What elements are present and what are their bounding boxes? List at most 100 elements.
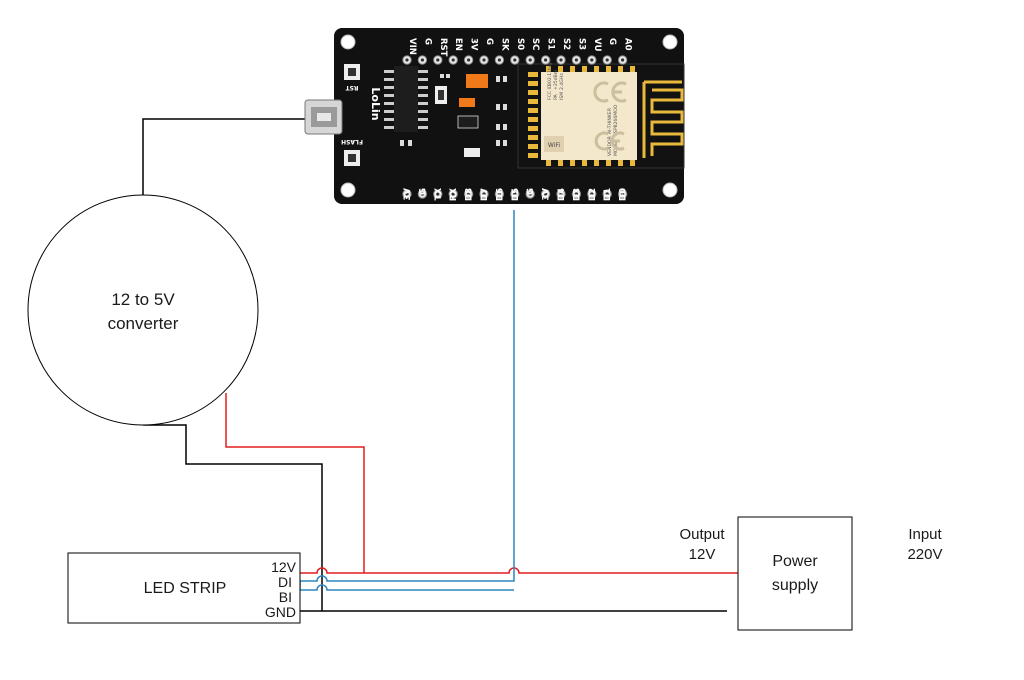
led-strip-label: LED STRIP [144, 580, 227, 597]
top-pin-label-g: G [484, 38, 494, 45]
mounting-holes [340, 34, 678, 198]
power-line-12v [300, 567, 738, 574]
converter-12v-wire [225, 393, 365, 573]
wires [142, 118, 738, 612]
led-pin-gnd: GND [265, 604, 296, 620]
top-pin-hole-9 [544, 58, 548, 62]
top-pin-label-a0: A0 [623, 38, 633, 51]
power-supply-box [737, 516, 853, 631]
bottom-pin-hole-0 [405, 192, 409, 196]
led-strip-box [67, 552, 301, 624]
bottom-pin-label-d2: D2 [588, 188, 598, 201]
bottom-pin-hole-7 [513, 192, 517, 196]
top-pin-hole-1 [420, 58, 424, 62]
bottom-pin-hole-3 [451, 192, 455, 196]
ce-mark [593, 81, 627, 151]
top-pin-label-g: G [607, 38, 617, 45]
led-pin-bi: BI [279, 589, 292, 605]
svg-text:PA: PA [553, 94, 559, 100]
bottom-pin-label-d0: D0 [619, 188, 629, 201]
top-pin-hole-10 [559, 58, 563, 62]
svg-text:FCC ID: FCC ID [547, 84, 553, 100]
top-pin-label-s1: S1 [546, 38, 556, 50]
bottom-pin-label-tx: TX [434, 188, 444, 201]
esp-module: MODEL ESP8266MOD VENDOR AI-THINKER ISM 2… [517, 58, 685, 169]
bottom-pin-label-d7: D7 [480, 188, 490, 201]
converter-circle [27, 194, 259, 426]
bottom-pin-label-d6: D6 [495, 188, 505, 201]
board-components [384, 66, 507, 157]
bottom-pin-label-d4: D4 [557, 188, 567, 201]
bottom-pin-label-3v: 3V [542, 188, 552, 201]
converter-label-line2: converter [108, 314, 179, 333]
top-pin-hole-0 [405, 58, 409, 62]
output-label-line1: Output [679, 526, 725, 543]
bottom-pin-hole-6 [497, 192, 501, 196]
top-pin-hole-8 [528, 58, 532, 62]
usb-power-wire [142, 118, 305, 196]
svg-text:+25dBm: +25dBm [553, 69, 559, 90]
converter-ground-wire [143, 424, 323, 611]
top-pin-label-en: EN [453, 38, 463, 51]
flash-label: FLASH [341, 138, 363, 145]
top-pin-label-rst: RST [438, 38, 448, 57]
bottom-pin-hole-14 [621, 192, 625, 196]
top-pin-label-s3: S3 [576, 38, 586, 50]
top-pin-hole-7 [513, 58, 517, 62]
svg-text:VENDOR: VENDOR [607, 135, 613, 156]
power-supply: Power supply [737, 516, 853, 631]
bottom-pin-label-g: G [526, 188, 536, 195]
top-pin-label-vu: VU [592, 38, 602, 52]
bottom-pin-label-3v: 3V [403, 188, 413, 201]
bottom-pin-hole-9 [544, 192, 548, 196]
converter-label-line1: 12 to 5V [111, 290, 175, 309]
bottom-pin-label-d5: D5 [511, 188, 521, 201]
top-pin-hole-3 [451, 58, 455, 62]
top-pin-hole-6 [497, 58, 501, 62]
top-pin-label-sk: SK [499, 38, 509, 51]
top-pin-hole-12 [590, 58, 594, 62]
bottom-pin-hole-5 [482, 192, 486, 196]
data-wire-d5 [300, 210, 515, 582]
micro-usb-connector [304, 99, 343, 135]
svg-text:AI-THINKER: AI-THINKER [607, 107, 613, 134]
antenna-trace [642, 80, 684, 158]
power-supply-line1: Power [772, 553, 818, 570]
bottom-pin-hole-8 [528, 192, 532, 196]
led-strip: LED STRIP 12V DI BI GND [67, 552, 301, 624]
wifi-logo: WiFi [544, 136, 564, 152]
svg-text:2.4GHz: 2.4GHz [559, 73, 565, 90]
rst-label: RST [345, 84, 359, 91]
input-label-line1: Input [908, 526, 942, 543]
bottom-pin-label-d8: D8 [465, 188, 475, 201]
bottom-pin-label-d1: D1 [603, 188, 613, 201]
top-pin-hole-5 [482, 58, 486, 62]
top-pin-label-3v: 3V [469, 38, 479, 51]
top-pin-hole-14 [621, 58, 625, 62]
top-pin-label-s2: S2 [561, 38, 571, 50]
bottom-pin-header: 3V G TX RX D8 D7 D6 D5 G 3V D4 D3 D2 D1 D0 [402, 188, 629, 202]
top-pin-label-g: G [422, 38, 432, 45]
bottom-pin-label-rx: RX [449, 188, 459, 202]
bottom-pin-label-g: G [418, 188, 428, 195]
top-pin-hole-4 [467, 58, 471, 62]
bottom-pin-hole-13 [605, 192, 609, 196]
top-pin-label-sc: SC [530, 38, 540, 50]
bottom-pin-hole-2 [436, 192, 440, 196]
top-pin-hole-2 [436, 58, 440, 62]
bottom-pin-hole-12 [590, 192, 594, 196]
bottom-pin-hole-11 [574, 192, 579, 196]
led-pin-di: DI [278, 574, 292, 590]
bottom-pin-label-d3: D3 [572, 188, 582, 201]
converter: 12 to 5V converter [27, 194, 259, 426]
nodemcu-board: RST FLASH LoLin [304, 28, 685, 204]
top-pin-hole-11 [574, 58, 579, 62]
bottom-pin-hole-4 [467, 192, 471, 196]
svg-text:ISM: ISM [559, 92, 565, 100]
backup-data-wire [299, 581, 514, 591]
top-pin-label-vin: VIN [407, 38, 417, 55]
svg-text:WiFi: WiFi [548, 142, 560, 149]
svg-text:802.11b/g/n: 802.11b/g/n [547, 58, 553, 86]
